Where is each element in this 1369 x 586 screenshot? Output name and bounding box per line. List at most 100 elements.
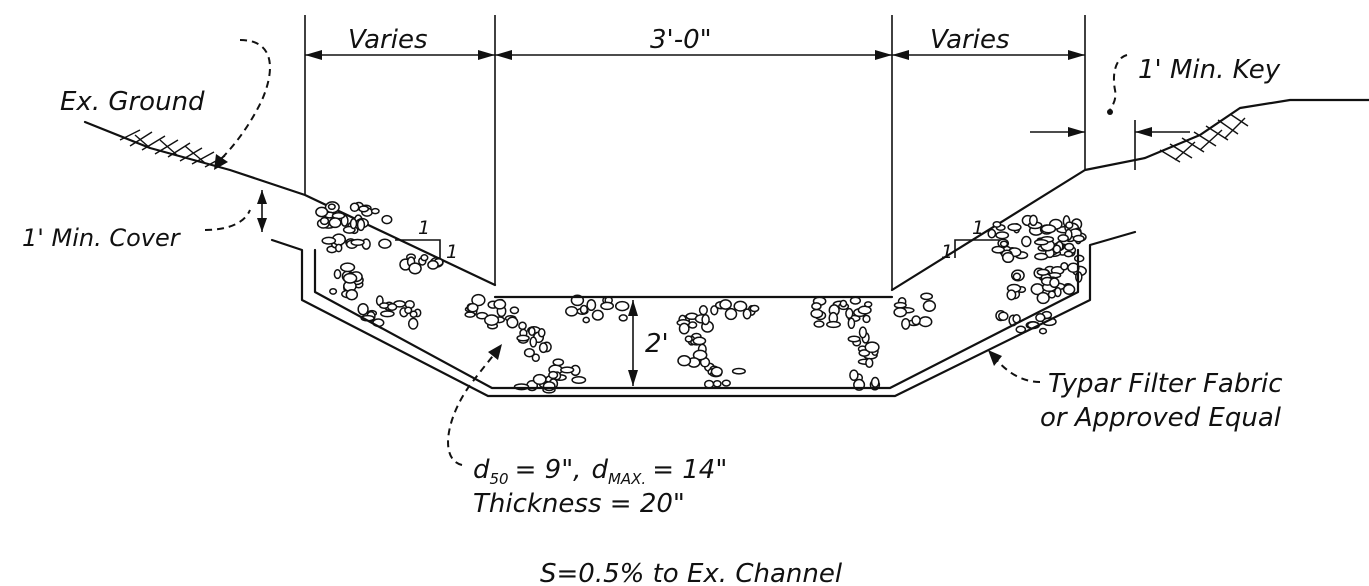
- riprap-stone: [523, 347, 535, 358]
- svg-text:d50= 9",dMAX.= 14": d50= 9",dMAX.= 14": [473, 455, 727, 488]
- slope-left-rise: 1: [446, 241, 458, 263]
- riprap-stone: [506, 316, 519, 329]
- riprap-stone: [464, 311, 476, 318]
- riprap-stone: [1028, 214, 1038, 227]
- dmax-subscript: MAX.: [608, 470, 646, 488]
- slope-right-rise: 1: [941, 241, 953, 263]
- riprap-stone: [321, 236, 337, 245]
- riprap-stone: [849, 369, 859, 382]
- riprap-stone: [349, 218, 358, 230]
- riprap-stone: [863, 301, 873, 308]
- min-cover-label: 1' Min. Cover: [22, 224, 182, 252]
- riprap-stone: [1036, 268, 1050, 276]
- riprap-stone: [358, 205, 370, 213]
- dmax-value: = 14": [652, 455, 727, 485]
- riprap-stone: [381, 214, 393, 225]
- riprap-stone: [342, 272, 358, 284]
- riprap-stone: [1057, 234, 1069, 243]
- riprap-stone: [560, 366, 575, 374]
- riprap-stone: [858, 349, 871, 357]
- riprap-stone: [826, 320, 841, 329]
- riprap-stone: [579, 304, 589, 315]
- extension-lines: [304, 15, 1136, 290]
- riprap-stone: [742, 308, 752, 320]
- riprap-stone: [918, 316, 933, 328]
- riprap-stone: [999, 240, 1009, 248]
- riprap-stone: [1006, 289, 1017, 301]
- riprap-stone: [1035, 313, 1046, 323]
- riprap-stone: [528, 326, 536, 337]
- riprap-stone: [719, 299, 732, 310]
- riprap-stone: [1038, 327, 1048, 335]
- slope-left-run: 1: [418, 217, 430, 239]
- ground-hatch-left: [119, 129, 226, 168]
- bottom-width-label: 3'-0": [650, 25, 712, 55]
- dmax-symbol: d: [591, 455, 608, 485]
- riprap-stone: [333, 269, 342, 280]
- riprap-stone: [618, 314, 628, 322]
- riprap-stone: [387, 303, 398, 311]
- riprap-stone: [712, 379, 722, 388]
- d50-value: = 9",: [515, 455, 582, 485]
- riprap-stone: [847, 335, 861, 343]
- riprap-stone: [328, 217, 342, 229]
- riprap-stone: [847, 317, 856, 330]
- riprap-stone: [1012, 272, 1022, 281]
- riprap-stone: [1062, 284, 1076, 295]
- filter-fabric-outline: [270, 230, 1137, 398]
- riprap-stone: [1060, 262, 1069, 271]
- riprap-stone: [1036, 291, 1050, 305]
- riprap-stone: [591, 309, 604, 321]
- riprap-stone: [849, 296, 862, 305]
- riprap-stone: [334, 243, 343, 253]
- riprap-stone: [357, 302, 369, 316]
- riprap-stone: [721, 379, 731, 387]
- fabric-label-line1: Typar Filter Fabric: [1048, 369, 1283, 399]
- riprap-stone: [810, 308, 824, 319]
- riprap-stone: [404, 306, 413, 315]
- riprap-stones: [315, 201, 1087, 394]
- riprap-stone: [811, 302, 822, 311]
- riprap-stone: [692, 349, 708, 361]
- min-cover-dimension: [257, 190, 267, 232]
- riprap-stone: [1001, 251, 1015, 264]
- riprap-stone: [471, 293, 486, 307]
- riprap-stone: [409, 310, 418, 318]
- riprap-stone: [350, 238, 365, 247]
- riprap-stone: [565, 305, 579, 317]
- riprap-stone: [420, 254, 429, 262]
- riprap-stone: [1063, 250, 1074, 258]
- riprap-stone: [1064, 242, 1075, 252]
- riprap-stone: [901, 317, 911, 330]
- riprap-stone: [538, 342, 548, 354]
- riprap-stone: [407, 317, 419, 330]
- riprap-stone: [710, 366, 723, 377]
- slope-note: S=0.5% to Ex. Channel: [540, 559, 843, 586]
- ex-ground-label: Ex. Ground: [60, 87, 205, 117]
- riprap-stone: [509, 306, 520, 315]
- riprap-stone: [493, 298, 507, 310]
- riprap-stone: [516, 334, 530, 342]
- riprap-stone: [987, 228, 997, 239]
- riprap-stone: [531, 353, 540, 363]
- varies-left-label: Varies: [348, 25, 428, 55]
- riprap-stone: [339, 262, 356, 273]
- varies-right-label: Varies: [930, 25, 1010, 55]
- riprap-stone: [552, 358, 565, 367]
- riprap-stone: [582, 316, 591, 324]
- key-dimension: [1030, 127, 1190, 137]
- riprap-stone: [865, 357, 874, 369]
- riprap-stone: [893, 301, 907, 309]
- riprap-stone: [858, 326, 868, 339]
- riprap-stone: [315, 206, 329, 218]
- riprap-stone: [1073, 254, 1085, 263]
- riprap-stone: [427, 260, 439, 270]
- riprap-stone: [992, 220, 1002, 228]
- riprap-stone: [677, 355, 692, 367]
- thickness-label: Thickness = 20": [473, 489, 685, 519]
- slope-indicator-right: [954, 239, 1000, 258]
- riprap-stone: [1065, 221, 1074, 230]
- riprap-stone: [724, 307, 738, 321]
- riprap-stone: [922, 300, 937, 312]
